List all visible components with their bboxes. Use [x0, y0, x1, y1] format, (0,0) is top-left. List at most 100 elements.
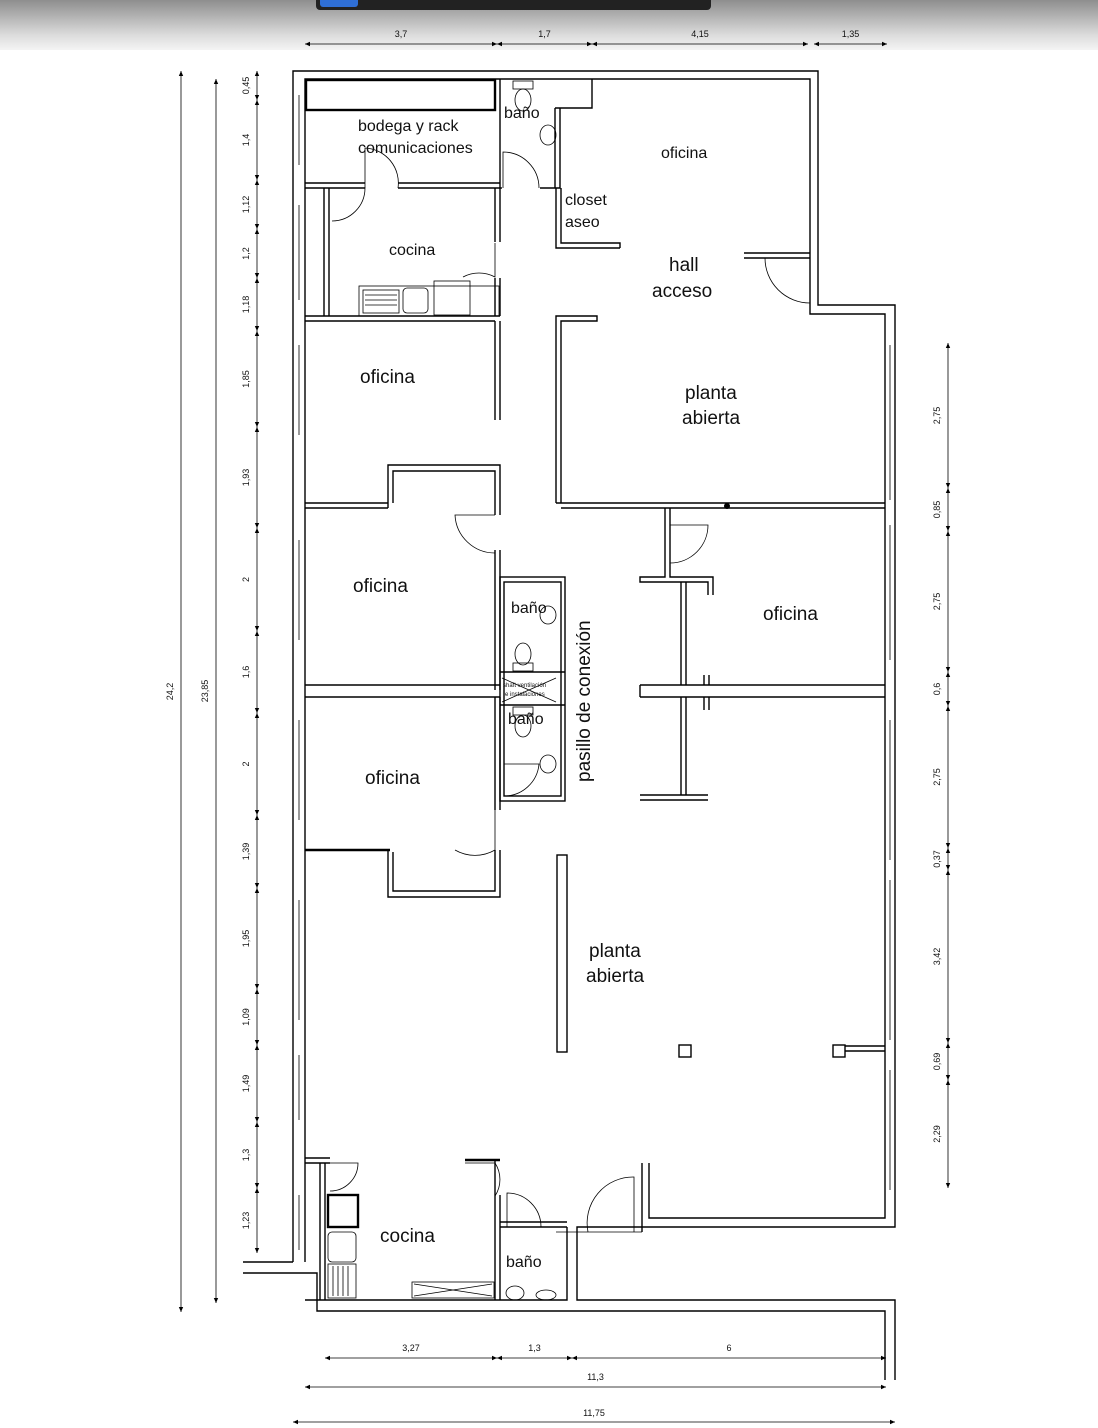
dimension-label: 0,37 — [932, 850, 942, 868]
dimension-arrow — [254, 180, 260, 185]
dimension-label: 3,27 — [402, 1343, 420, 1353]
dimension-arrow — [497, 41, 502, 47]
dimension-label: 1,39 — [241, 843, 251, 861]
exterior-walls — [243, 70, 896, 1380]
dimension-label: 0,45 — [241, 77, 251, 95]
label-shaft-1: shaft ventilación — [503, 683, 546, 689]
dimension-label: 1,4 — [241, 134, 251, 147]
dimension-arrow — [945, 870, 951, 875]
label-oficina-right: oficina — [763, 604, 818, 625]
dimension-arrow — [945, 701, 951, 706]
scrubber-bar[interactable] — [316, 0, 711, 10]
dimension-arrow — [254, 326, 260, 331]
room-labels: bodega y rack comunicaciones baño oficin… — [353, 105, 818, 1271]
label-oficina-left-1: oficina — [360, 367, 415, 388]
dimension-arrow — [254, 888, 260, 893]
label-pasillo: pasillo de conexión — [574, 620, 595, 782]
dimension-arrow — [945, 343, 951, 348]
dimension-label: 1,23 — [241, 1212, 251, 1230]
dimension-arrow — [254, 100, 260, 105]
dimension-arrow — [882, 41, 887, 47]
dimension-arrow — [254, 422, 260, 427]
dimension-arrow — [945, 526, 951, 531]
dimension-arrow — [305, 41, 310, 47]
dimension-arrow — [254, 883, 260, 888]
label-bodega-2: comunicaciones — [358, 140, 473, 157]
label-planta-lower-2: abierta — [586, 966, 645, 987]
scrubber-knob[interactable] — [320, 0, 358, 7]
dimension-arrow — [945, 488, 951, 493]
dimension-arrow — [592, 41, 597, 47]
dimension-arrow — [567, 1355, 572, 1361]
dimension-arrow — [325, 1355, 330, 1361]
dimension-arrow — [213, 1298, 219, 1303]
dimension-arrow — [254, 631, 260, 636]
dimension-label: 2,75 — [932, 593, 942, 611]
dimension-arrow — [254, 1188, 260, 1193]
dimension-arrow — [293, 1419, 298, 1425]
dimension-arrow — [945, 672, 951, 677]
dimension-arrow — [803, 41, 808, 47]
dimension-arrow — [945, 1038, 951, 1043]
label-shaft-2: e instalaciones — [505, 692, 545, 698]
label-bano-mid-2: baño — [508, 711, 544, 728]
dimension-label: 1,7 — [538, 29, 551, 39]
dimension-arrow — [945, 865, 951, 870]
dimension-label: 6 — [726, 1343, 731, 1353]
dimension-label: 4,15 — [691, 29, 709, 39]
dimension-label: 1,3 — [528, 1343, 541, 1353]
dimension-arrow — [945, 1183, 951, 1188]
dimension-arrow — [254, 626, 260, 631]
dimension-arrow — [254, 95, 260, 100]
dimension-arrow — [945, 848, 951, 853]
label-bodega-1: bodega y rack — [358, 118, 460, 135]
dimension-label: 23,85 — [200, 680, 210, 703]
dimension-arrow — [945, 1075, 951, 1080]
label-hall-1: hall — [669, 255, 699, 276]
label-closet-2: aseo — [565, 214, 600, 231]
dimension-arrow — [254, 71, 260, 76]
dimension-label: 2,29 — [932, 1125, 942, 1143]
dimension-label: 1,09 — [241, 1008, 251, 1026]
label-bano-bottom: baño — [506, 1254, 542, 1271]
dimension-arrow — [254, 1248, 260, 1253]
dimension-arrow — [572, 1355, 577, 1361]
dimension-arrow — [305, 1384, 310, 1390]
dimension-label: 0,6 — [932, 683, 942, 696]
dimension-label: 1,18 — [241, 296, 251, 314]
dimension-label: 1,85 — [241, 370, 251, 388]
dimension-label: 1,93 — [241, 469, 251, 487]
label-cocina-bottom: cocina — [380, 1226, 435, 1247]
dimension-arrow — [254, 1045, 260, 1050]
label-planta-upper-2: abierta — [682, 408, 741, 429]
dimension-arrow — [254, 708, 260, 713]
dimension-label: 0,85 — [932, 501, 942, 519]
dimension-arrow — [254, 523, 260, 528]
dimension-arrow — [945, 1043, 951, 1048]
dimension-arrow — [945, 483, 951, 488]
dimension-arrow — [254, 224, 260, 229]
dimension-label: 11,3 — [587, 1372, 604, 1382]
dimension-arrow — [178, 1307, 184, 1312]
dimension-arrow — [881, 1355, 886, 1361]
dimension-label: 2,75 — [932, 407, 942, 425]
label-planta-upper-1: planta — [685, 383, 737, 404]
dimension-arrow — [254, 810, 260, 815]
dimension-label: 1,35 — [842, 29, 860, 39]
dimension-arrow — [945, 843, 951, 848]
dimension-arrow — [492, 41, 497, 47]
dimension-label: 1,49 — [241, 1075, 251, 1093]
doors — [329, 147, 811, 1233]
dimension-label: 1,95 — [241, 930, 251, 948]
dimension-label: 24,2 — [165, 683, 175, 701]
dimension-arrow — [178, 71, 184, 76]
dimension-label: 2 — [241, 577, 251, 582]
dimension-label: 1,6 — [241, 666, 251, 679]
interior-walls — [304, 78, 885, 1300]
label-oficina-top: oficina — [661, 145, 707, 162]
dimension-arrow — [945, 667, 951, 672]
dimension-arrow — [254, 175, 260, 180]
fixtures — [326, 80, 730, 1301]
